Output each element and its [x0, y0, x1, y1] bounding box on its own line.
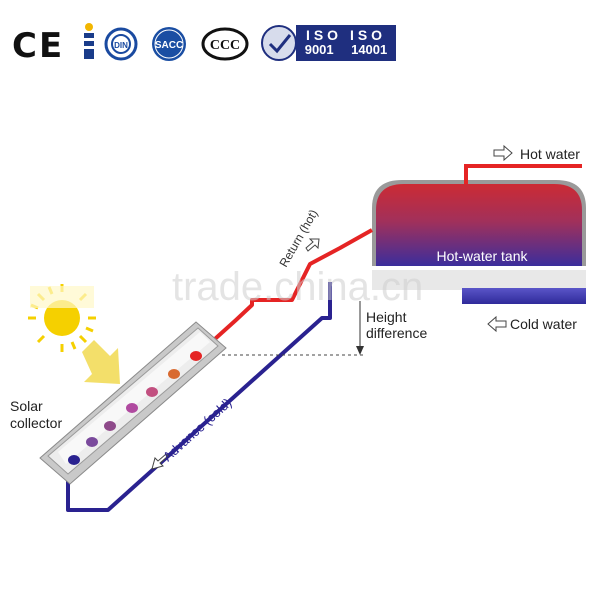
hot-water-tank [372, 180, 586, 304]
iso-badge: ISO ISO 9001 14001 [296, 25, 396, 61]
din-logo-text: DIN [114, 41, 128, 50]
sacc-logo-text: SACC [155, 40, 183, 51]
watermark: trade.china.cn [172, 265, 423, 309]
cold-water-label: Cold water [510, 316, 577, 332]
advance-cold-pipe [66, 282, 332, 512]
iso-14001-label: 14001 [351, 42, 388, 57]
hot-water-arrow-icon [493, 144, 513, 162]
ccc-logo-text: CCC [210, 38, 240, 53]
advance-label: Advance (cold) [160, 395, 234, 464]
height-difference-arrow-icon [356, 346, 364, 355]
solar-collector-label-line1: Solar [10, 398, 43, 414]
height-difference-label-line2: difference [366, 325, 428, 341]
hot-water-label: Hot water [520, 146, 580, 162]
sun-icon [28, 284, 96, 352]
iso-numbers: 9001 14001 [296, 42, 396, 57]
sunlight-arrow-icon [82, 340, 120, 384]
return-arrow-icon [305, 238, 320, 252]
iso-9001-label: 9001 [304, 42, 334, 57]
tank-label: Hot-water tank [436, 248, 528, 264]
ccc-logo-icon: CCC [201, 27, 249, 61]
cold-water-arrow-icon [487, 315, 507, 333]
hot-water-outlet-pipe [464, 164, 582, 184]
iso-title: ISO ISO [305, 27, 387, 43]
standard-logo-icon [84, 23, 94, 59]
sacc-logo-icon: SACC [152, 27, 186, 61]
solar-collector [39, 321, 227, 485]
din-certco-logo-icon: DIN [104, 27, 138, 61]
ce-mark: CE [12, 26, 65, 66]
logo-icons: DIN SACC CCC [84, 23, 297, 61]
iso-seal-icon [261, 25, 297, 61]
solar-collector-label-line2: collector [10, 415, 63, 431]
advance-arrow-icon [151, 453, 169, 470]
certification-logos: CE DIN SACC [0, 0, 600, 80]
return-hot-pipe [194, 228, 373, 358]
height-difference-label-line1: Height [366, 309, 407, 325]
